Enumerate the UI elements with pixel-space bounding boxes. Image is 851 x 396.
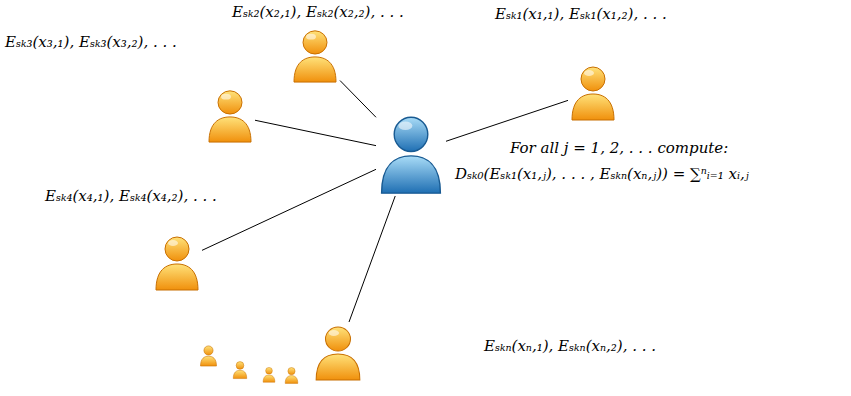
connection-line	[446, 100, 568, 141]
user-icon	[568, 62, 618, 122]
small-user-icon	[201, 346, 217, 366]
user-icon	[290, 26, 340, 84]
connection-line	[255, 120, 376, 145]
user-icon	[312, 322, 364, 382]
ciphertext-label: Eₛₖ₁(x₁,₁), Eₛₖ₁(x₁,₂), . . .	[495, 4, 667, 24]
client-user: Eₛₖ₂(x₂,₁), Eₛₖ₂(x₂,₂), . . .	[290, 26, 340, 84]
server-user: For all j = 1, 2, . . . compute:Dₛₖ₀(Eₛₖ…	[376, 110, 446, 196]
client-user: Eₛₖ₁(x₁,₁), Eₛₖ₁(x₁,₂), . . .	[568, 62, 618, 122]
client-user: Eₛₖ₃(x₃,₁), Eₛₖ₃(x₃,₂), . . .	[205, 86, 255, 144]
user-icon	[376, 110, 446, 196]
small-user-icon	[233, 362, 246, 379]
client-user: Eₛₖ₄(x₄,₁), Eₛₖ₄(x₄,₂), . . .	[152, 232, 202, 292]
small-user-icon	[263, 367, 275, 382]
small-user-icon	[285, 368, 298, 384]
ciphertext-label: Eₛₖ₂(x₂,₁), Eₛₖ₂(x₂,₂), . . .	[232, 2, 404, 22]
connection-line	[349, 196, 395, 322]
user-icon	[152, 232, 202, 292]
ciphertext-label: For all j = 1, 2, . . . compute:	[510, 138, 728, 158]
connection-line	[340, 81, 376, 118]
connection-line	[202, 169, 376, 250]
ciphertext-label: Eₛₖₙ(xₙ,₁), Eₛₖₙ(xₙ,₂), . . .	[484, 336, 656, 356]
client-user: Eₛₖₙ(xₙ,₁), Eₛₖₙ(xₙ,₂), . . .	[312, 322, 364, 382]
ciphertext-label: Eₛₖ₄(x₄,₁), Eₛₖ₄(x₄,₂), . . .	[45, 186, 217, 206]
user-icon	[205, 86, 255, 144]
formula-text: Dₛₖ₀(Eₛₖ₁(x₁,ⱼ), . . . , Eₛₖₙ(xₙ,ⱼ)) = ∑…	[455, 164, 749, 184]
ciphertext-label: Eₛₖ₃(x₃,₁), Eₛₖ₃(x₃,₂), . . .	[5, 32, 177, 52]
